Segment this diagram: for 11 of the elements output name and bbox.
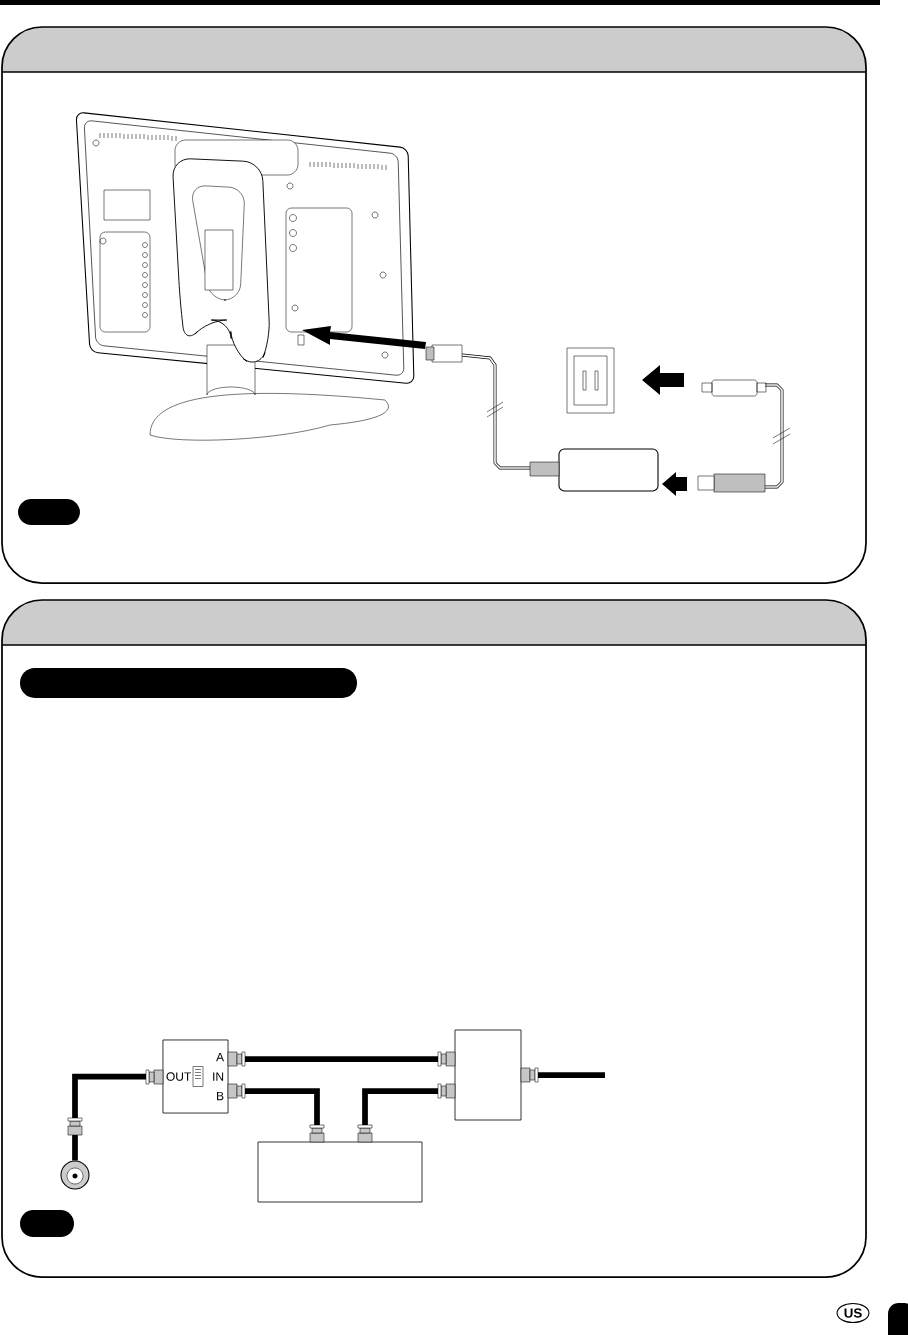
country-badge: US [836, 1302, 870, 1324]
splitter-box: A OUT IN B [162, 1039, 229, 1114]
heading-bar [20, 668, 357, 698]
coax-cable [520, 1067, 605, 1083]
coax-cable [227, 1051, 456, 1067]
device-box [454, 1029, 522, 1121]
device-box [257, 1141, 423, 1203]
coax-cable [67, 1069, 164, 1161]
coax-cable [357, 1083, 456, 1143]
wall-jack [60, 1160, 90, 1190]
coax-cable [227, 1083, 325, 1143]
